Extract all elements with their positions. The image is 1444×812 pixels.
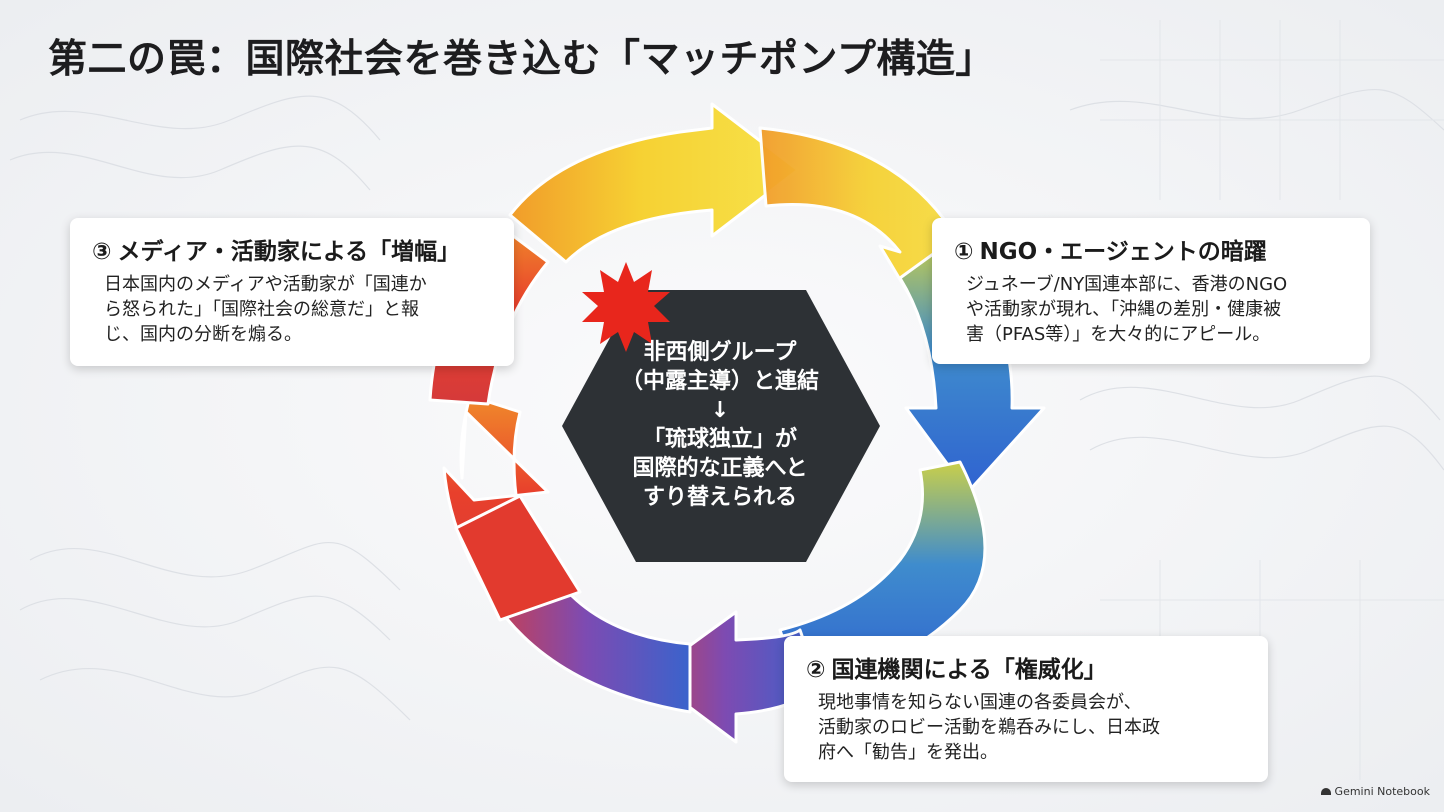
center-text: 非西側グループ （中露主導）と連結 ↓ 「琉球独立」が 国際的な正義へと すり替… [620, 340, 819, 510]
notebook-logo-icon [1320, 788, 1331, 795]
step-3-heading: メディア・活動家による「増幅」 [117, 239, 461, 265]
step-1-number: ① [954, 239, 974, 265]
step-1-heading: NGO・エージェントの暗躍 [979, 239, 1267, 265]
step-2-number: ② [806, 657, 826, 683]
footer-brand: Gemini Notebook [1320, 785, 1430, 798]
step-3-body: 日本国内のメディアや活動家が「国連か ら怒られた」「国際社会の総意だ」と報 じ、… [104, 274, 427, 345]
footer-brand-label: Gemini Notebook [1334, 785, 1430, 798]
step-2-body: 現地事情を知らない国連の各委員会が、 活動家のロビー活動を鵜呑みにし、日本政 府… [818, 692, 1160, 763]
step-2-heading: 国連機関による「権威化」 [831, 657, 1107, 683]
step-1-body: ジュネーブ/NY国連本部に、香港のNGO や活動家が現れ、「沖縄の差別・健康被 … [966, 274, 1288, 345]
alert-burst-icon [582, 262, 670, 352]
cycle-arrow-left-head [454, 494, 582, 622]
page-title: 第二の罠：国際社会を巻き込む「マッチポンプ構造」 [48, 37, 995, 82]
cycle-arrow-top [508, 102, 800, 264]
center-hexagon [562, 290, 880, 562]
step-3-number: ③ [92, 239, 112, 265]
